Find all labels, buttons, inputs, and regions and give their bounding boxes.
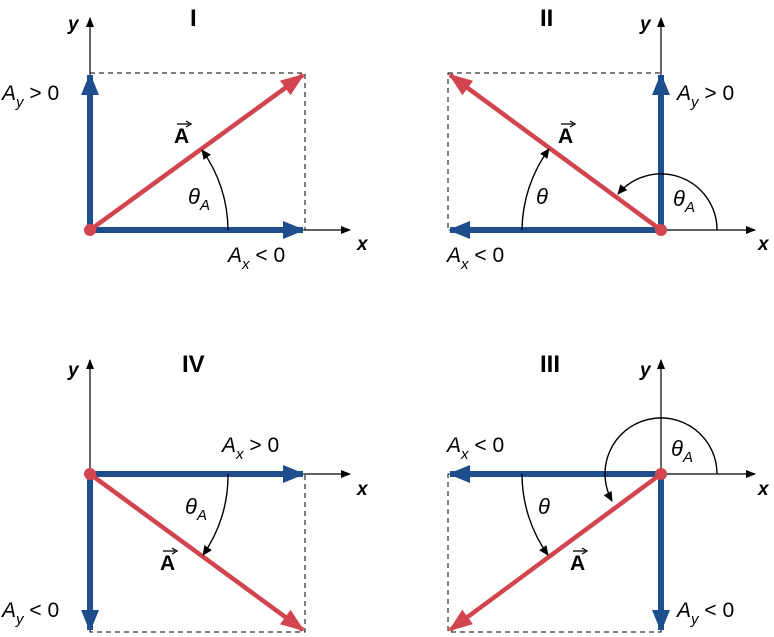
ay-label: Ay > 0 [0, 82, 59, 111]
ax-label: Ax < 0 [445, 244, 504, 273]
origin-dot [655, 224, 667, 236]
vector-a-arrow [88, 472, 305, 632]
theta-a-label: θA [671, 436, 693, 466]
panel-quadrant-III: III y x A θ θA Ax < 0 Ay < 0 [445, 351, 770, 633]
y-axis-label: y [639, 360, 652, 381]
ax-label: Ax > 0 [220, 434, 279, 463]
vector-a-arrow [448, 73, 663, 232]
quadrant-title: I [190, 5, 197, 32]
vector-a-label: A [558, 120, 577, 148]
theta-a-arc [603, 417, 718, 502]
x-axis-label: x [757, 234, 770, 255]
theta-arc [521, 148, 550, 231]
svg-text:A: A [174, 125, 189, 148]
vector-a-label: A [570, 547, 589, 575]
x-axis-label: x [356, 479, 369, 500]
ax-label: Ax < 0 [226, 244, 285, 273]
theta-a-label: θA [185, 494, 207, 524]
origin-dot [655, 468, 667, 480]
theta-label: θ [536, 184, 548, 209]
origin-dot [84, 468, 96, 480]
svg-text:A: A [570, 552, 585, 575]
x-axis-label: x [757, 479, 770, 500]
angle-arc [201, 149, 229, 231]
vector-a-label: A [174, 120, 193, 148]
quadrant-title: III [540, 351, 560, 378]
ay-label: Ay < 0 [675, 599, 734, 628]
theta-a-label: θA [188, 184, 210, 214]
svg-text:A: A [558, 125, 573, 148]
y-axis-label: y [67, 14, 80, 35]
vector-a-arrow [88, 73, 305, 232]
panel-quadrant-I: I y x A θA Ay > 0 Ax < 0 [0, 5, 369, 273]
y-axis-label: y [639, 14, 652, 35]
theta-a-arc [617, 173, 718, 231]
theta-arc [521, 473, 549, 556]
ay-label: Ay < 0 [0, 599, 59, 628]
y-axis-label: y [67, 360, 80, 381]
vector-a-label: A [160, 547, 179, 575]
angle-arc [202, 473, 229, 556]
panel-quadrant-IV: IV y x A θA Ax > 0 Ay < 0 [0, 351, 369, 633]
ax-label: Ax < 0 [445, 434, 504, 463]
svg-text:A: A [160, 552, 175, 575]
origin-dot [84, 224, 96, 236]
quadrant-title: II [540, 5, 553, 32]
x-axis-label: x [356, 234, 369, 255]
theta-label: θ [538, 494, 550, 519]
panel-quadrant-II: II y x A θ θA Ay > 0 Ax < 0 [445, 5, 770, 273]
vector-a-arrow [448, 472, 663, 632]
theta-a-label: θA [673, 186, 695, 216]
ay-label: Ay > 0 [675, 82, 734, 111]
quadrant-title: IV [182, 351, 205, 378]
